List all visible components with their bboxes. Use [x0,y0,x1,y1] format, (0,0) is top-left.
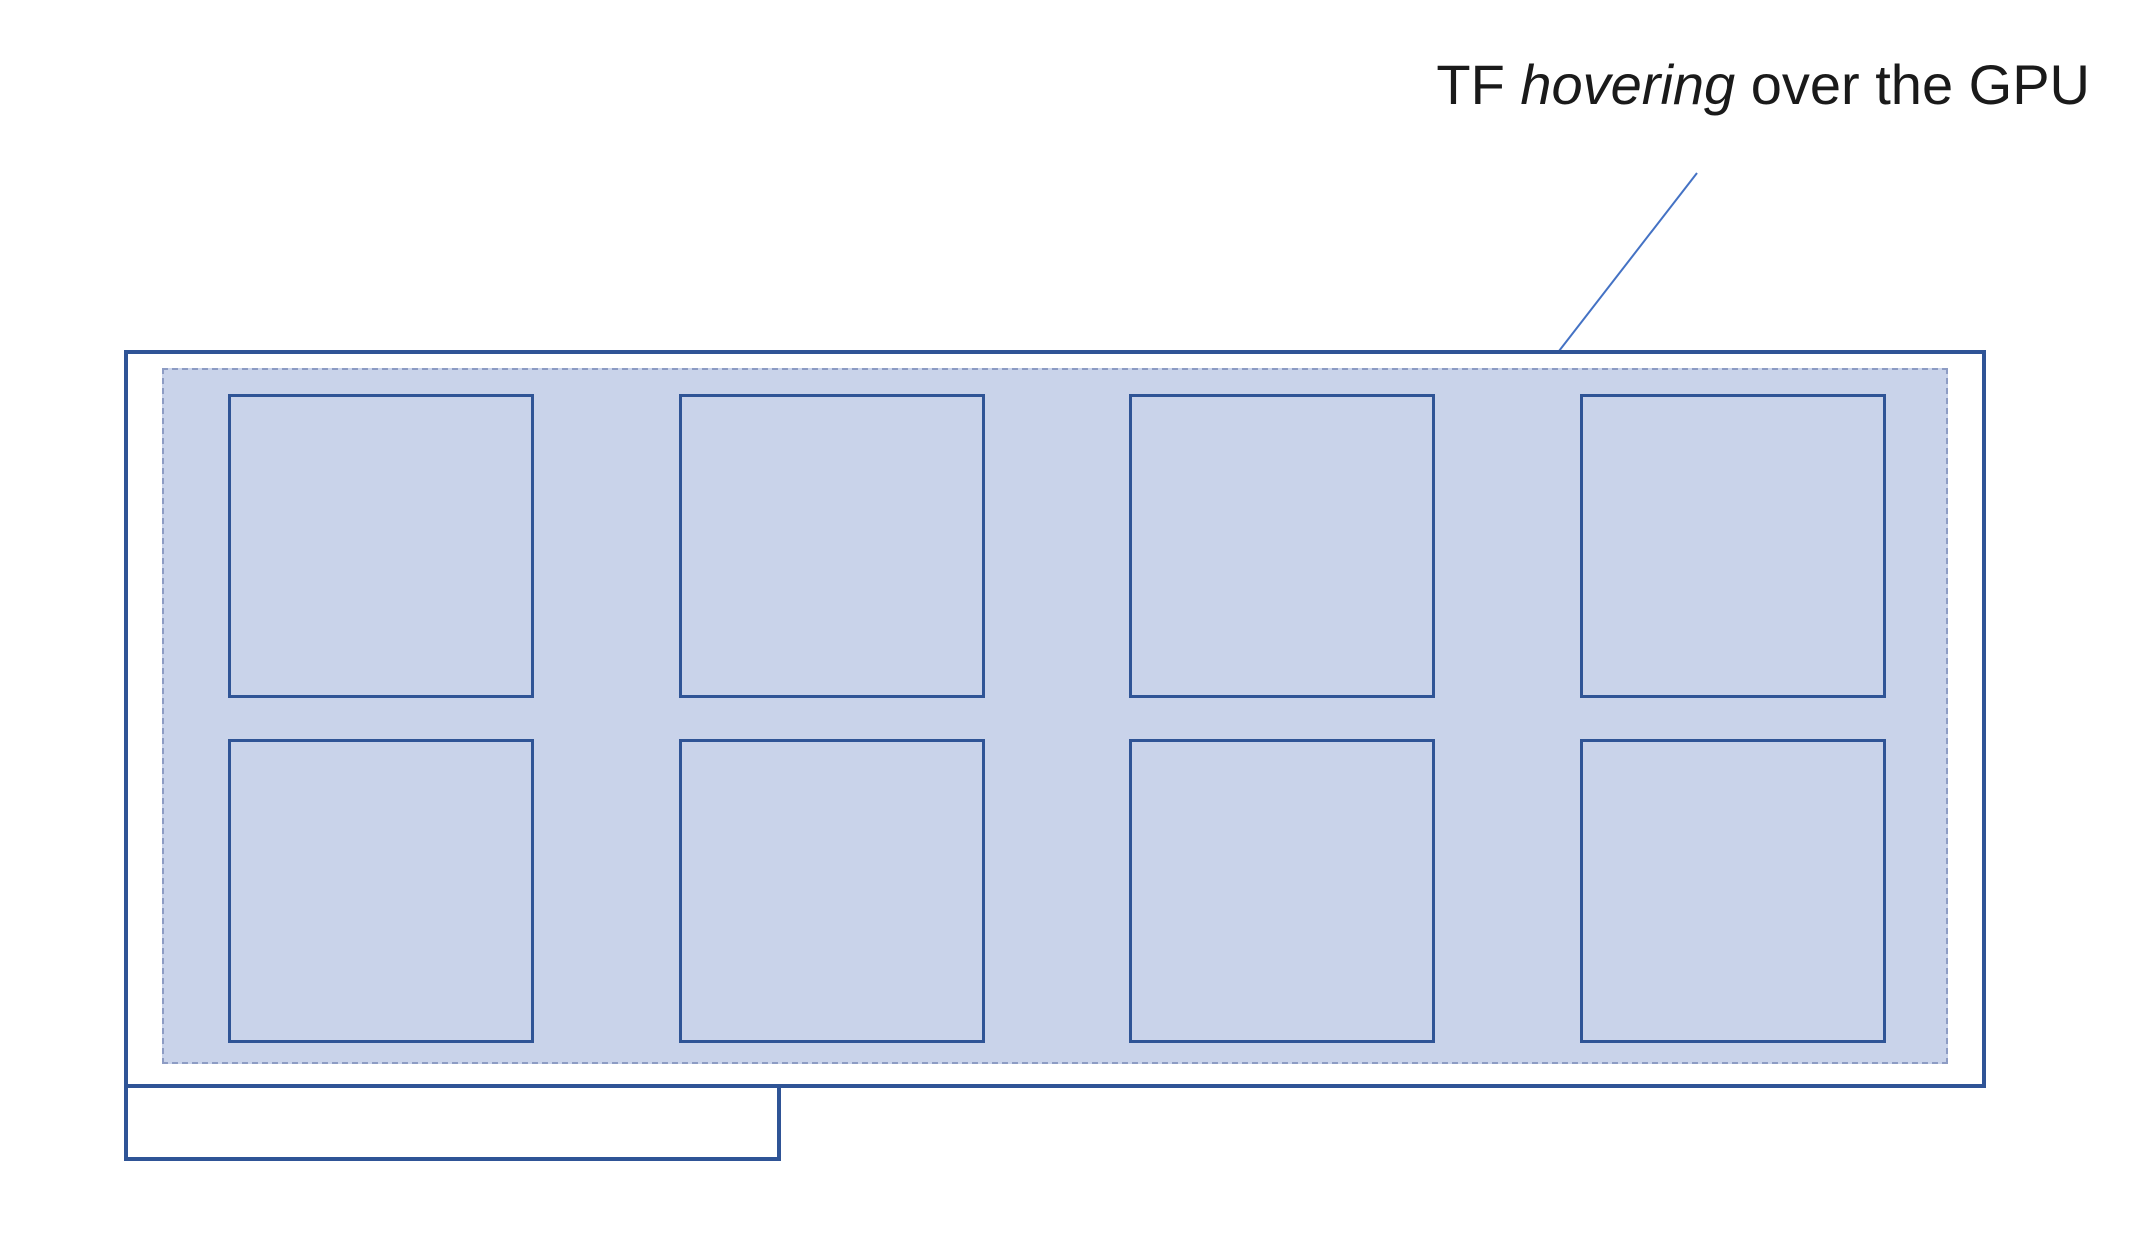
gpu-connector-tab [124,1084,781,1161]
annotation-suffix: over the GPU [1735,53,2090,116]
gpu-core-square [1129,394,1436,698]
annotation-prefix: TF [1436,53,1521,116]
gpu-core-square [678,739,985,1043]
gpu-core-square [678,394,985,698]
gpu-core-square [228,739,534,1043]
gpu-core-square [1129,739,1436,1043]
gpu-core-square [228,394,534,698]
annotation-label: TF hovering over the GPU [1436,54,2090,116]
gpu-card [124,350,1986,1088]
gpu-core-square [1579,394,1886,698]
gpu-core-square [1579,739,1886,1043]
annotation-italic-word: hovering [1520,53,1736,116]
tf-overlay [162,368,1948,1064]
